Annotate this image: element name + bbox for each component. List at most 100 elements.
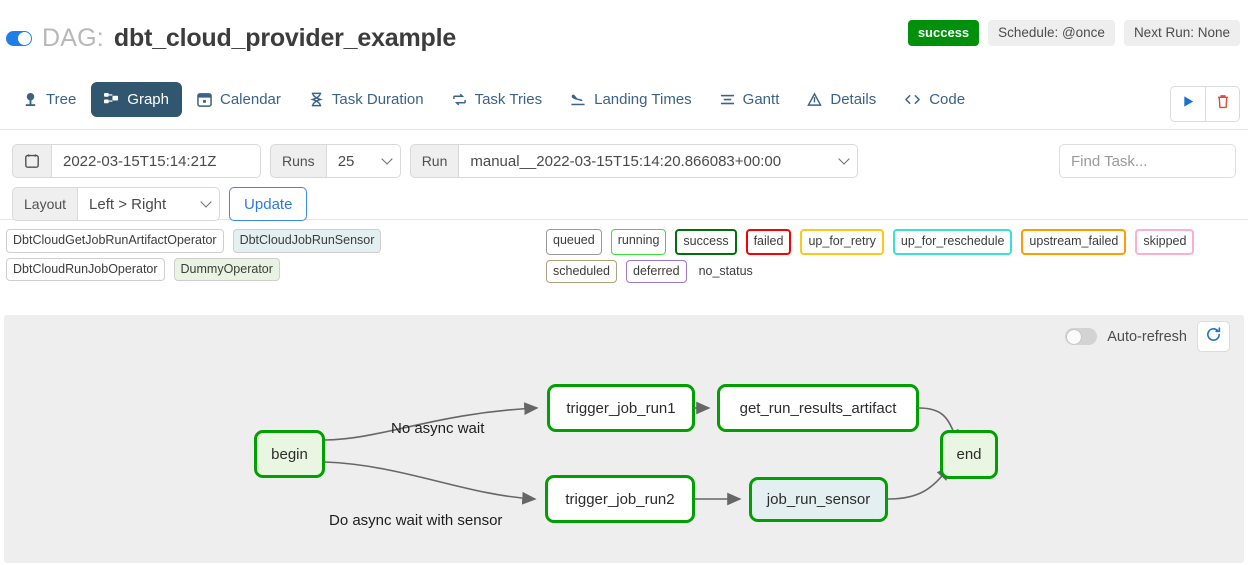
tab-label: Graph	[127, 91, 169, 108]
layout-group: Layout Left > Right	[12, 187, 221, 221]
dag-pause-toggle[interactable]	[6, 31, 32, 46]
legend-status-upstream-failed[interactable]: upstream_failed	[1021, 229, 1127, 255]
legend-operator[interactable]: DummyOperator	[173, 257, 280, 281]
tab-graph[interactable]: Graph	[91, 82, 182, 117]
status-legend-row: queued running success failed up_for_ret…	[546, 229, 1246, 283]
layout-select[interactable]: Left > Right	[77, 187, 221, 221]
legend-status-deferred[interactable]: deferred	[626, 259, 687, 283]
auto-refresh-label: Auto-refresh	[1107, 328, 1187, 345]
run-label: Run	[409, 144, 459, 178]
update-button[interactable]: Update	[229, 187, 308, 221]
operator-legend: DbtCloudGetJobRunArtifactOperator DbtClo…	[6, 229, 536, 281]
legend-operator[interactable]: DbtCloudRunJobOperator	[6, 257, 165, 281]
tab-gantt[interactable]: Gantt	[707, 82, 793, 117]
task-node-job_run_sensor[interactable]: job_run_sensor	[749, 477, 888, 522]
view-tabs: Tree Graph Calendar Task Duration Task T	[10, 82, 978, 117]
runs-label: Runs	[270, 144, 326, 178]
task-node-label: end	[956, 446, 982, 463]
task-node-label: job_run_sensor	[766, 491, 871, 508]
trigger-dag-button[interactable]	[1171, 87, 1205, 121]
legend-status-scheduled[interactable]: scheduled	[546, 259, 617, 283]
legend-status-up-for-retry[interactable]: up_for_retry	[800, 229, 884, 255]
delete-dag-button[interactable]	[1205, 87, 1239, 121]
refresh-button[interactable]	[1197, 321, 1230, 352]
tab-label: Task Duration	[331, 91, 424, 108]
status-badge-success: success	[907, 20, 980, 46]
graph-icon	[104, 92, 119, 107]
tab-label: Task Tries	[474, 91, 543, 108]
tab-task-tries[interactable]: Task Tries	[439, 82, 556, 117]
find-task-input[interactable]	[1059, 144, 1236, 178]
task-node-begin[interactable]: begin	[254, 430, 325, 478]
retry-icon	[452, 92, 467, 107]
legend-status-success[interactable]: success	[675, 229, 737, 255]
hourglass-icon	[309, 92, 324, 107]
play-icon	[1182, 95, 1195, 113]
tree-icon	[23, 92, 38, 107]
legend-status-failed[interactable]: failed	[745, 229, 792, 255]
refresh-icon	[1205, 326, 1222, 348]
legend-status-queued[interactable]: queued	[546, 229, 602, 255]
dag-name: dbt_cloud_provider_example	[113, 24, 457, 52]
tab-code[interactable]: Code	[891, 82, 978, 117]
num-runs-select[interactable]: 25	[325, 144, 401, 178]
tab-tree[interactable]: Tree	[10, 82, 89, 117]
task-node-label: trigger_job_run1	[566, 399, 676, 417]
landing-icon	[570, 92, 586, 107]
legend-operator[interactable]: DbtCloudGetJobRunArtifactOperator	[6, 229, 224, 253]
legend-status-skipped[interactable]: skipped	[1135, 229, 1195, 255]
legend-status-running[interactable]: running	[610, 229, 667, 255]
task-node-trigger_job_run1[interactable]: trigger_job_run1	[547, 384, 695, 432]
status-legend: queued running success failed up_for_ret…	[546, 229, 1246, 283]
legend-status-up-for-reschedule[interactable]: up_for_reschedule	[892, 229, 1013, 255]
operator-legend-row: DbtCloudGetJobRunArtifactOperator DbtClo…	[6, 229, 536, 281]
auto-refresh-toggle[interactable]	[1065, 328, 1098, 345]
dag-action-buttons	[1170, 86, 1240, 122]
graph-toolbar: Auto-refresh	[1065, 321, 1230, 352]
details-icon	[807, 92, 823, 107]
filter-row-primary: Runs 25 Run manual__2022-03-15T15:14:20.…	[12, 144, 1236, 178]
task-node-label: begin	[271, 445, 308, 463]
tab-label: Calendar	[220, 91, 281, 108]
task-node-label: get_run_results_artifact	[739, 399, 897, 417]
calendar-icon	[12, 144, 51, 178]
dag-view-navbar: Tree Graph Calendar Task Duration Task T	[0, 72, 1248, 130]
legend-operator[interactable]: DbtCloudJobRunSensor	[232, 229, 382, 253]
legend-status-no-status[interactable]: no_status	[698, 263, 753, 278]
task-node-end[interactable]: end	[940, 430, 998, 479]
tab-details[interactable]: Details	[794, 82, 889, 117]
runs-select-wrap: 25	[325, 144, 401, 178]
layout-label: Layout	[12, 187, 78, 221]
gantt-icon	[720, 92, 735, 107]
tab-label: Gantt	[742, 91, 780, 108]
base-date-group	[12, 144, 261, 178]
tab-label: Details	[830, 91, 877, 108]
dag-label: DAG:	[42, 24, 104, 52]
run-select-group: Run manual__2022-03-15T15:14:20.866083+0…	[409, 144, 859, 178]
edge-label-do-async-wait: Do async wait with sensor	[329, 512, 503, 529]
tab-label: Code	[929, 91, 966, 108]
dag-filter-bar: Runs 25 Run manual__2022-03-15T15:14:20.…	[0, 130, 1248, 221]
dag-status-badges: success Schedule: @once Next Run: None	[907, 20, 1240, 46]
num-runs-group: Runs 25	[270, 144, 401, 178]
dag-header: DAG: dbt_cloud_provider_example success …	[0, 0, 1248, 72]
task-node-trigger_job_run2[interactable]: trigger_job_run2	[545, 475, 695, 523]
layout-select-wrap: Left > Right	[77, 187, 221, 221]
calendar-icon	[197, 92, 212, 107]
task-node-label: trigger_job_run2	[565, 490, 675, 508]
run-select[interactable]: manual__2022-03-15T15:14:20.866083+00:00	[458, 144, 859, 178]
code-icon	[904, 92, 921, 107]
run-select-wrap: manual__2022-03-15T15:14:20.866083+00:00	[458, 144, 859, 178]
tab-task-duration[interactable]: Task Duration	[296, 82, 437, 117]
task-node-get_run_results_artifact[interactable]: get_run_results_artifact	[717, 384, 919, 432]
tab-label: Tree	[46, 91, 77, 108]
schedule-badge: Schedule: @once	[988, 20, 1115, 46]
graph-legends: DbtCloudGetJobRunArtifactOperator DbtClo…	[0, 220, 1248, 283]
trash-icon	[1216, 94, 1230, 114]
base-date-input[interactable]	[51, 144, 261, 178]
next-run-badge: Next Run: None	[1123, 20, 1240, 46]
tab-label: Landing Times	[594, 91, 692, 108]
tab-calendar[interactable]: Calendar	[184, 82, 294, 117]
edge-label-no-async-wait: No async wait	[391, 420, 485, 437]
tab-landing-times[interactable]: Landing Times	[557, 82, 705, 117]
